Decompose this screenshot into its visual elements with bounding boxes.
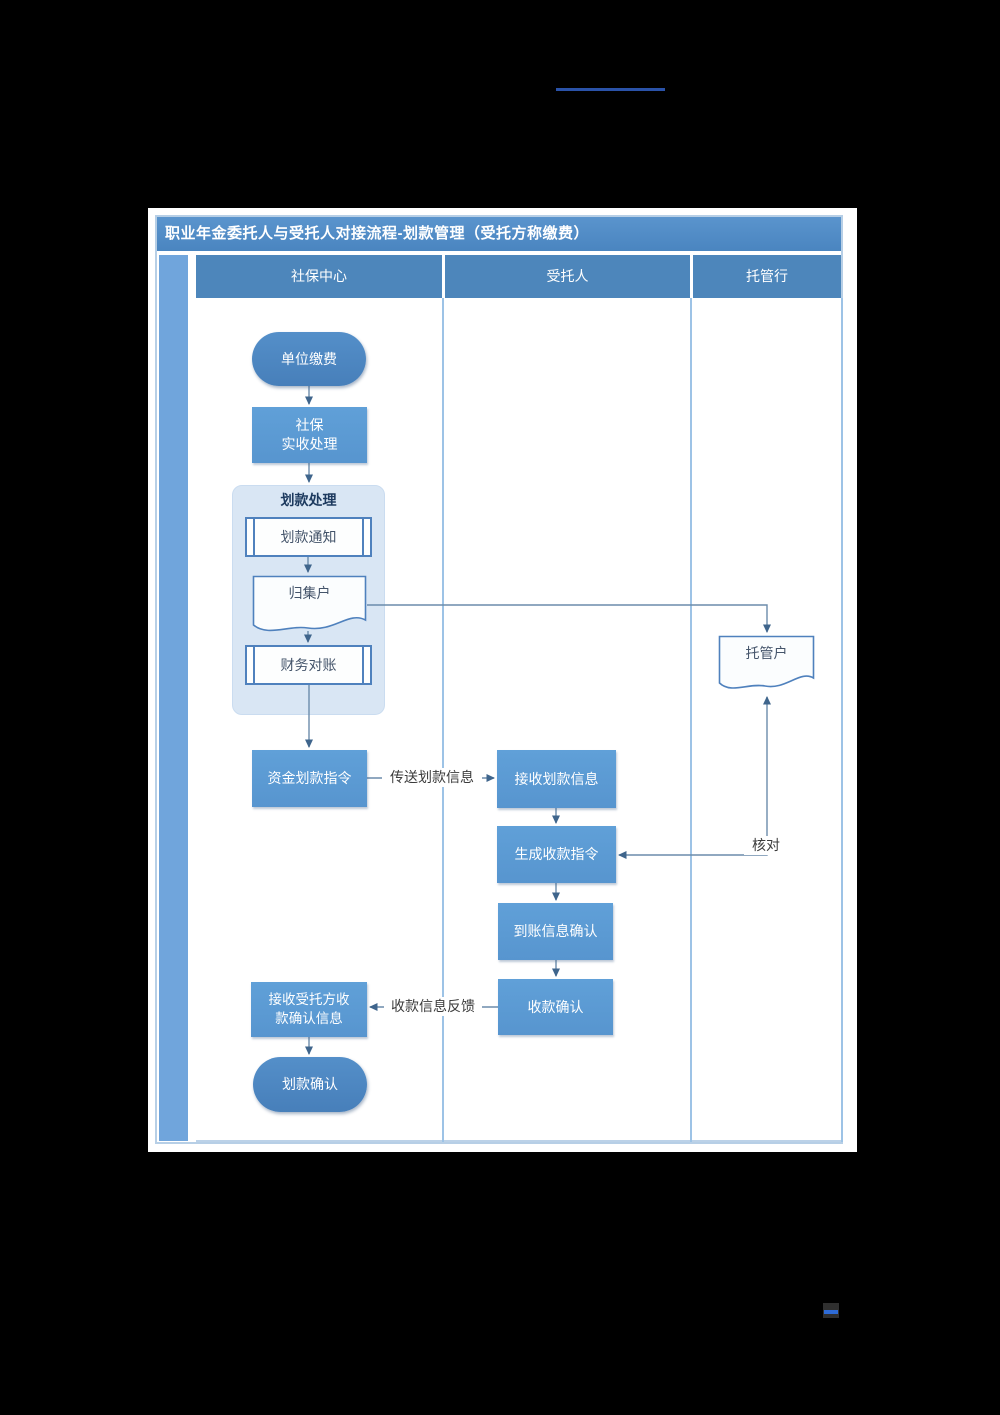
lane-divider-1 xyxy=(442,298,444,1142)
node-custody-account: 托管户 xyxy=(718,635,815,695)
cursor-icon xyxy=(823,1303,839,1318)
node-generate-receipt-instruction: 生成收款指令 xyxy=(497,826,616,883)
lane-right-border xyxy=(841,298,843,1142)
node-receive-trustee-confirm: 接收受托方收 款确认信息 xyxy=(251,982,367,1037)
edge-label-check: 核对 xyxy=(744,836,788,855)
node-receipt-confirm: 收款确认 xyxy=(498,979,613,1035)
node-social-receipt: 社保 实收处理 xyxy=(252,407,367,463)
swimlanes: 社保中心 受托人 托管行 划款处理 xyxy=(196,255,843,1142)
flowchart-frame: 职业年金委托人与受托人对接流程-划款管理（受托方称缴费） 社保中心 受托人 托管… xyxy=(155,215,843,1144)
edge-label-receipt-feedback: 收款信息反馈 xyxy=(384,997,482,1016)
document-shape xyxy=(718,635,815,689)
group-label: 划款处理 xyxy=(280,492,337,508)
edge-label-send-transfer-info: 传送划款信息 xyxy=(382,768,482,787)
node-finance-reconciliation: 财务对账 xyxy=(245,645,372,685)
flow-canvas: 划款处理 xyxy=(196,298,843,1142)
node-receive-transfer-info: 接收划款信息 xyxy=(497,750,616,808)
phase-strip xyxy=(159,255,188,1141)
document-shape xyxy=(252,575,367,632)
node-transfer-notice: 划款通知 xyxy=(245,517,372,557)
lane-header-custodian-bank: 托管行 xyxy=(693,255,841,298)
node-start: 单位缴费 xyxy=(252,332,366,386)
node-arrival-info-confirm: 到账信息确认 xyxy=(498,903,613,960)
node-transfer-confirm: 划款确认 xyxy=(253,1057,367,1112)
node-fund-transfer-instruction: 资金划款指令 xyxy=(252,750,367,807)
document-page: 职业年金委托人与受托人对接流程-划款管理（受托方称缴费） 社保中心 受托人 托管… xyxy=(148,208,857,1152)
lane-header-trustee: 受托人 xyxy=(445,255,690,298)
lane-header-row: 社保中心 受托人 托管行 xyxy=(196,255,841,298)
cursor-dash xyxy=(824,1310,838,1314)
decor-underline xyxy=(556,88,665,91)
node-collection-account: 归集户 xyxy=(252,575,367,637)
flowchart-title: 职业年金委托人与受托人对接流程-划款管理（受托方称缴费） xyxy=(157,217,841,251)
lane-header-social-security-center: 社保中心 xyxy=(196,255,442,298)
